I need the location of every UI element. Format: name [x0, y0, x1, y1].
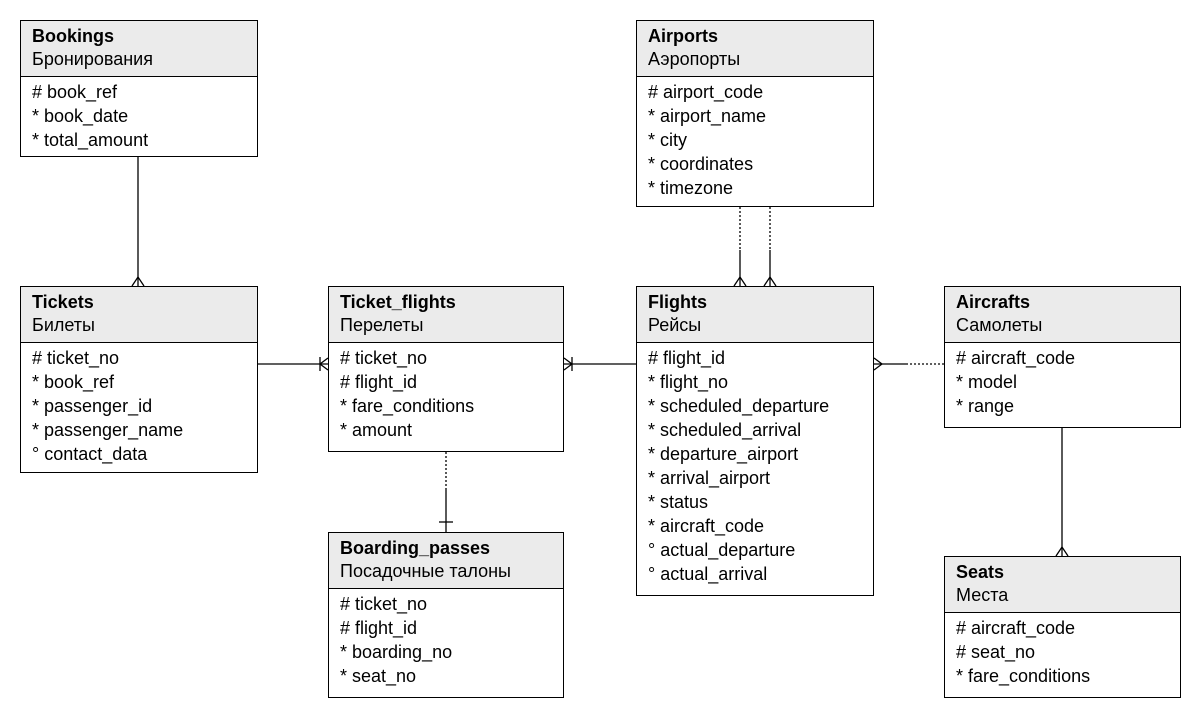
attribute-row: # ticket_no — [340, 348, 428, 368]
entity-header: Aircrafts Самолеты — [945, 287, 1180, 343]
attribute-list: # airport_code * airport_name * city * c… — [637, 77, 873, 200]
attribute-row: # flight_id — [340, 618, 418, 638]
entity-subtitle: Места — [956, 585, 1009, 605]
attribute-row: * passenger_id — [32, 396, 153, 416]
attribute-row: * scheduled_arrival — [648, 420, 802, 440]
attribute-row: * arrival_airport — [648, 468, 771, 488]
attribute-list: # ticket_no # flight_id * boarding_no * … — [329, 589, 563, 688]
attribute-list: # book_ref * book_date * total_amount — [21, 77, 257, 152]
attribute-row: * airport_name — [648, 106, 767, 126]
attribute-row: ° actual_arrival — [648, 564, 768, 584]
entity-subtitle: Бронирования — [32, 49, 153, 69]
entity-title: Seats — [956, 562, 1005, 582]
entity-tickets[interactable]: Tickets Билеты # ticket_no * book_ref * … — [20, 286, 258, 473]
attribute-row: ° actual_departure — [648, 540, 796, 560]
entity-subtitle: Аэропорты — [648, 49, 741, 69]
entity-title: Flights — [648, 292, 707, 312]
attribute-list: # aircraft_code # seat_no * fare_conditi… — [945, 613, 1180, 688]
relationship-tickets-ticket-flights — [258, 357, 329, 371]
entity-ticket-flights[interactable]: Ticket_flights Перелеты # ticket_no # fl… — [328, 286, 564, 452]
attribute-row: # flight_id — [340, 372, 418, 392]
entity-airports[interactable]: Airports Аэропорты # airport_code * airp… — [636, 20, 874, 207]
attribute-row: # book_ref — [32, 82, 118, 102]
attribute-row: * scheduled_departure — [648, 396, 830, 416]
attribute-row: * flight_no — [648, 372, 729, 392]
relationship-aircrafts-flights — [873, 357, 944, 371]
attribute-row: * model — [956, 372, 1018, 392]
attribute-row: * passenger_name — [32, 420, 184, 440]
attribute-row: # aircraft_code — [956, 348, 1076, 368]
attribute-row: # flight_id — [648, 348, 726, 368]
entity-title: Aircrafts — [956, 292, 1031, 312]
entity-title: Tickets — [32, 292, 94, 312]
attribute-row: * seat_no — [340, 666, 417, 686]
attribute-row: * coordinates — [648, 154, 754, 174]
entity-header: Bookings Бронирования — [21, 21, 257, 77]
attribute-row: * fare_conditions — [340, 396, 475, 416]
entity-header: Seats Места — [945, 557, 1180, 613]
relationship-ticket-flights-boarding-passes — [439, 452, 453, 532]
attribute-row: * aircraft_code — [648, 516, 765, 536]
attribute-list: # ticket_no # flight_id * fare_condition… — [329, 343, 563, 442]
attribute-row: ° contact_data — [32, 444, 148, 464]
entity-header: Flights Рейсы — [637, 287, 873, 343]
entity-title: Ticket_flights — [340, 292, 456, 312]
entity-bookings[interactable]: Bookings Бронирования # book_ref * book_… — [20, 20, 258, 157]
attribute-row: * fare_conditions — [956, 666, 1091, 686]
attribute-row: # seat_no — [956, 642, 1036, 662]
attribute-row: # airport_code — [648, 82, 764, 102]
attribute-row: * book_ref — [32, 372, 115, 392]
attribute-row: # ticket_no — [340, 594, 428, 614]
attribute-row: * city — [648, 130, 688, 150]
entity-subtitle: Перелеты — [340, 315, 424, 335]
attribute-list: # ticket_no * book_ref * passenger_id * … — [21, 343, 257, 466]
attribute-row: * timezone — [648, 178, 734, 198]
entity-boarding-passes[interactable]: Boarding_passes Посадочные талоны # tick… — [328, 532, 564, 698]
attribute-row: # aircraft_code — [956, 618, 1076, 638]
attribute-list: # aircraft_code * model * range — [945, 343, 1180, 418]
entity-seats[interactable]: Seats Места # aircraft_code # seat_no * … — [944, 556, 1181, 698]
attribute-row: * boarding_no — [340, 642, 453, 662]
entity-header: Tickets Билеты — [21, 287, 257, 343]
entity-title: Boarding_passes — [340, 538, 491, 558]
relationship-aircrafts-seats — [1055, 428, 1069, 557]
entity-header: Boarding_passes Посадочные талоны — [329, 533, 563, 589]
entity-header: Airports Аэропорты — [637, 21, 873, 77]
entity-flights[interactable]: Flights Рейсы # flight_id * flight_no * … — [636, 286, 874, 596]
entity-subtitle: Посадочные талоны — [340, 561, 511, 581]
attribute-row: * departure_airport — [648, 444, 799, 464]
entity-subtitle: Рейсы — [648, 315, 702, 335]
attribute-row: * range — [956, 396, 1015, 416]
relationship-airports-flights-departure — [733, 207, 747, 287]
attribute-row: * total_amount — [32, 130, 149, 150]
attribute-row: * status — [648, 492, 709, 512]
entity-aircrafts[interactable]: Aircrafts Самолеты # aircraft_code * mod… — [944, 286, 1181, 428]
attribute-row: * amount — [340, 420, 413, 440]
relationship-bookings-tickets — [131, 157, 145, 287]
entity-header: Ticket_flights Перелеты — [329, 287, 563, 343]
relationship-flights-ticket-flights — [563, 357, 636, 371]
entity-subtitle: Самолеты — [956, 315, 1043, 335]
relationship-airports-flights-arrival — [763, 207, 777, 287]
attribute-row: # ticket_no — [32, 348, 120, 368]
attribute-row: * book_date — [32, 106, 129, 126]
entity-title: Airports — [648, 26, 719, 46]
entity-subtitle: Билеты — [32, 315, 95, 335]
entity-title: Bookings — [32, 26, 115, 46]
attribute-list: # flight_id * flight_no * scheduled_depa… — [637, 343, 873, 586]
